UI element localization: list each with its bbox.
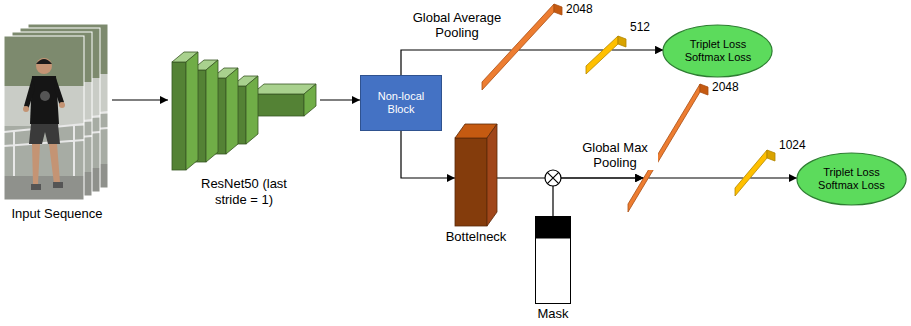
feature-bar-shape xyxy=(586,36,626,74)
bar-cap xyxy=(554,4,562,15)
process-box: Non-local Block xyxy=(360,75,442,131)
block-front xyxy=(455,138,487,226)
dimension-number: 512 xyxy=(630,20,650,34)
bar-face xyxy=(735,150,767,196)
resnet-block xyxy=(252,84,316,116)
mask-block: Mask xyxy=(535,216,571,304)
connector-line xyxy=(112,99,168,100)
connector-line xyxy=(648,177,743,178)
feature-bar: 512 xyxy=(586,36,626,74)
mask-body xyxy=(536,217,571,304)
edge-label: Global Average Pooling xyxy=(406,10,508,40)
connector-line xyxy=(519,49,603,50)
input-sequence: Input Sequence xyxy=(2,24,112,224)
node-label: Mask xyxy=(537,306,568,322)
node-label: Input Sequence xyxy=(11,206,102,224)
dimension-number: 2048 xyxy=(712,80,739,94)
feature-bar-shape xyxy=(735,150,775,196)
ellipse-outline xyxy=(797,153,906,205)
mask-block-shape xyxy=(535,216,571,304)
bar-face xyxy=(586,36,618,74)
dimension-number: 2048 xyxy=(566,2,593,16)
ellipse-outline xyxy=(663,25,772,77)
bar-cap xyxy=(700,84,708,95)
mask-band xyxy=(536,217,571,239)
input-frames xyxy=(4,24,108,200)
connector-line xyxy=(320,99,360,100)
edge-label: Global Max Pooling xyxy=(572,140,658,170)
input-frame xyxy=(4,36,84,200)
bottleneck-block: Bottelneck xyxy=(455,124,497,226)
connector-line xyxy=(553,178,644,216)
node-label: Triplet Loss Softmax Loss xyxy=(681,38,755,64)
edge-label-holder: Global Max Pooling xyxy=(572,140,658,170)
dimension-number: 1024 xyxy=(779,138,806,152)
connector-line xyxy=(612,49,664,50)
box-outline xyxy=(361,76,442,131)
multiply-symbol xyxy=(545,170,561,186)
resnet-blocks xyxy=(172,52,316,170)
loss-ellipse: Triplet Loss Softmax Loss xyxy=(662,24,773,78)
node-label: Bottelneck xyxy=(446,229,507,245)
node-label: ResNet50 (last stride = 1) xyxy=(189,176,299,210)
connector-line xyxy=(401,131,455,178)
feature-bar: 1024 xyxy=(735,150,775,196)
backbone-block: ResNet50 (last stride = 1) xyxy=(168,40,320,210)
bar-cap xyxy=(618,36,626,47)
node-label: Non-local Block xyxy=(366,90,436,116)
loss-ellipse: Triplet Loss Softmax Loss xyxy=(796,152,907,206)
node-label: Triplet Loss Softmax Loss xyxy=(814,166,888,192)
connector-line xyxy=(750,177,797,178)
edge-label-holder: Global Average Pooling xyxy=(406,10,508,40)
resnet-block xyxy=(172,52,198,170)
block-side xyxy=(487,124,497,226)
bottleneck-block-shape xyxy=(455,124,497,226)
bar-cap xyxy=(767,150,775,161)
